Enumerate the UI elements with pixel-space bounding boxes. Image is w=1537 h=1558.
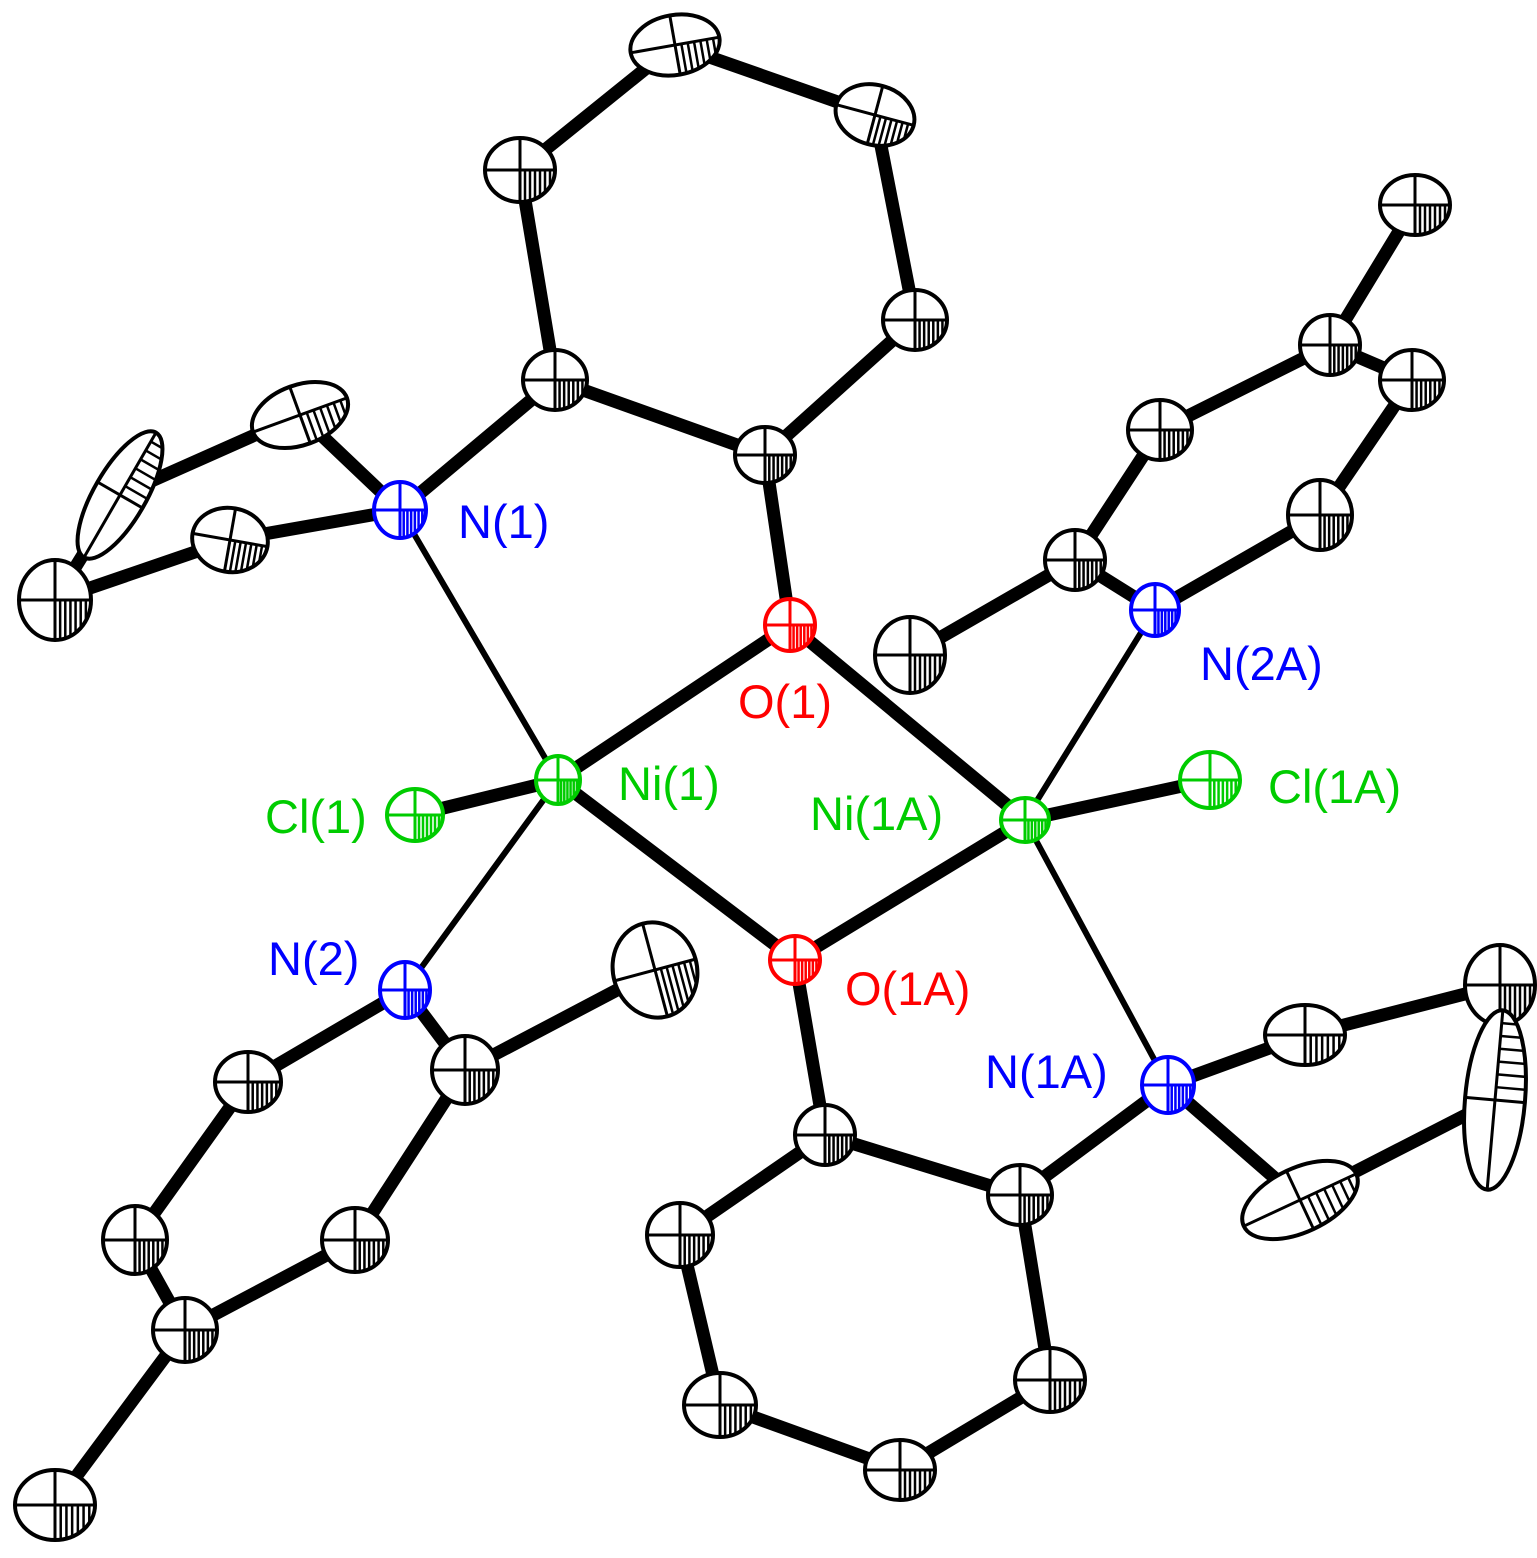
bond [393, 373, 562, 517]
label-cl1: Cl(1) [265, 790, 367, 843]
label-n1a: N(1A) [985, 1045, 1108, 1098]
bond [551, 773, 802, 967]
nitrogen-atom-n1a [1140, 1055, 1196, 1115]
label-cl1a: Cl(1A) [1268, 760, 1401, 813]
carbon-atom [1286, 478, 1354, 552]
chlorine-atom-cl1 [385, 787, 445, 843]
carbon-atom [75, 429, 165, 561]
carbon-atom [483, 136, 557, 204]
carbon-atom [881, 288, 949, 352]
nitrogen-atom-n2a [1129, 582, 1181, 638]
carbon-atom [1298, 313, 1362, 377]
carbon-atom [320, 1206, 390, 1274]
bond [551, 618, 797, 787]
bond [513, 163, 562, 387]
carbon-atom [249, 380, 351, 450]
carbon-atom [430, 1034, 500, 1106]
bond [818, 1128, 1027, 1202]
carbon-atom-layer [13, 12, 1537, 1542]
label-o1: O(1) [738, 675, 832, 728]
carbon-atom [833, 82, 917, 148]
carbon-atom [1378, 348, 1446, 412]
nickel-atom-ni1 [534, 754, 582, 806]
carbon-atom [1378, 173, 1452, 237]
carbon-atom [17, 558, 93, 642]
carbon-atom [521, 348, 589, 412]
carbon-atom [101, 1204, 169, 1276]
bond [548, 373, 772, 462]
nitrogen-atom-n1 [372, 480, 428, 540]
carbon-atom [610, 920, 700, 1020]
carbon-atom [1263, 1003, 1347, 1067]
carbon-atom [151, 1296, 219, 1364]
chlorine-atom-cl1a [1178, 750, 1242, 810]
bond [783, 618, 1032, 827]
bond [397, 507, 561, 783]
carbon-atom [1462, 1008, 1528, 1192]
carbon-atom [628, 12, 722, 78]
bond [402, 777, 561, 993]
carbon-atom [1013, 1346, 1087, 1414]
label-layer: N(1) O(1) N(2A) Cl(1) Ni(1) Ni(1A) Cl(1A… [265, 495, 1401, 1098]
nitrogen-atom-n2 [378, 960, 432, 1020]
carbon-atom [986, 1163, 1054, 1227]
heteroatom-layer [372, 480, 1242, 1115]
carbon-atom [793, 1103, 857, 1167]
bond [788, 813, 1032, 967]
carbon-atom [682, 1371, 758, 1439]
nickel-atom-ni1a [999, 796, 1051, 844]
label-o1a: O(1A) [845, 962, 970, 1015]
carbon-atom [1240, 1158, 1360, 1242]
carbon-atom [863, 1438, 937, 1502]
carbon-atom [873, 615, 947, 695]
label-n1: N(1) [458, 495, 549, 548]
bond [1022, 817, 1171, 1088]
carbon-atom [733, 425, 797, 485]
bond [868, 108, 922, 327]
label-n2: N(2) [268, 932, 359, 985]
oxygen-atom-o1a [768, 934, 822, 986]
label-ni1: Ni(1) [618, 757, 720, 810]
label-ni1a: Ni(1A) [810, 787, 943, 840]
bond [1022, 607, 1158, 823]
carbon-atom [13, 1468, 97, 1542]
oxygen-atom-o1 [763, 597, 817, 653]
carbon-atom [213, 1050, 283, 1114]
bond [758, 313, 922, 462]
carbon-atom [1043, 528, 1107, 592]
label-n2a: N(2A) [1200, 637, 1323, 690]
carbon-atom [190, 505, 270, 575]
carbon-atom [1126, 398, 1194, 462]
carbon-atom [645, 1201, 715, 1269]
